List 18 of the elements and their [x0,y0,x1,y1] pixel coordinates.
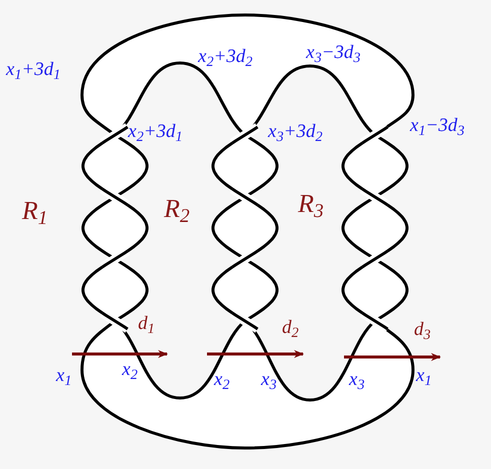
region-label: d$_{3}$ [414,320,431,339]
region-label: d$_{1}$ [138,314,155,333]
arc-label: x$_{3}$+3d$_{2}$ [268,122,323,141]
arc-label: x$_{3}$ [349,370,365,389]
region-label: R$_{3}$ [298,191,324,217]
region-label: R$_{2}$ [164,196,190,222]
arc-label: x$_{2}$ [214,370,230,389]
arc-label: x$_{1}$ [416,366,432,385]
arc-label: x$_{3}$ [261,370,277,389]
arc-label: x$_{3}$−3d$_{3}$ [306,43,361,62]
arc-label: x$_{2}$ [122,360,138,379]
arc-label: x$_{2}$+3d$_{2}$ [198,47,253,66]
region-label: d$_{2}$ [282,318,299,337]
region-label: R$_{1}$ [22,198,48,224]
arc-label: x$_{1}$+3d$_{1}$ [6,60,61,79]
arc-label: x$_{1}$−3d$_{3}$ [410,116,465,135]
arc-label: x$_{1}$ [56,366,72,385]
arc-label: x$_{2}$+3d$_{1}$ [128,122,183,141]
